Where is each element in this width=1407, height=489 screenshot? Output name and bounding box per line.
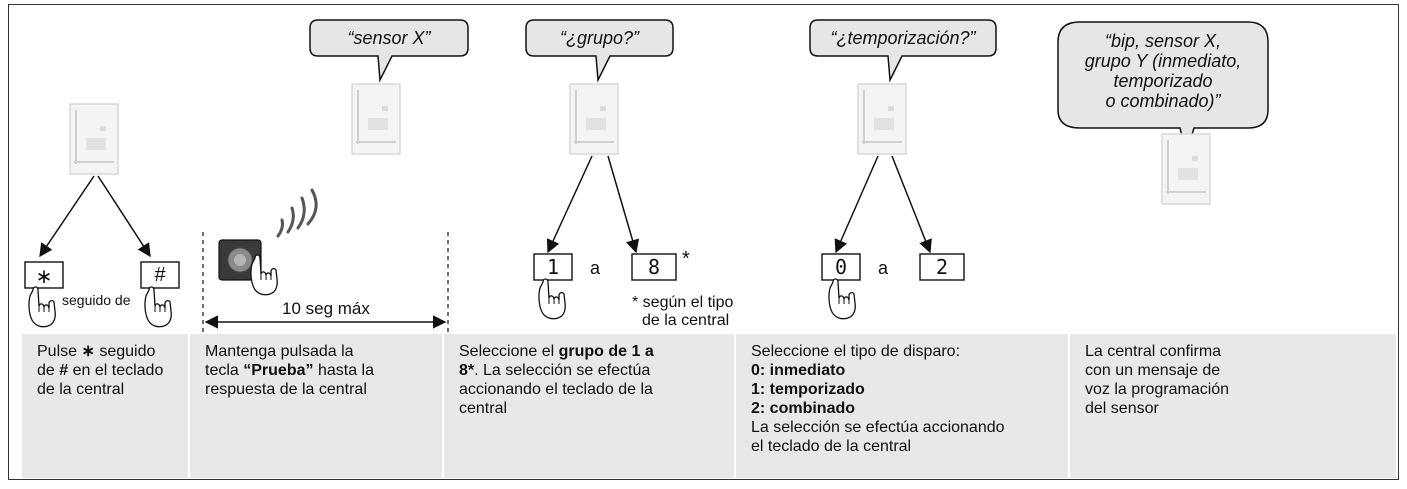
central-panel-icon-2 xyxy=(351,83,401,155)
hand-press-icon-star xyxy=(28,286,56,328)
speech-bubble-grupo xyxy=(525,19,674,83)
hand-press-icon-hash xyxy=(144,286,172,328)
key-2: 2 xyxy=(935,255,949,279)
step-4-option-2: 2: combinado xyxy=(751,400,856,417)
bubble-text-temporizacion: “¿temporización?” xyxy=(830,28,976,48)
step-2-description: Mantenga pulsada la tecla “Prueba” hasta… xyxy=(190,334,442,478)
speech-bubble-sensor-x xyxy=(309,19,469,83)
bubble-line-2: grupo Y (inmediato, xyxy=(1084,51,1242,71)
step-1-line-2: de # en el teclado xyxy=(37,362,164,379)
step-4-description: Seleccione el tipo de disparo: 0: inmedi… xyxy=(736,334,1068,478)
note-line-2: de la central xyxy=(642,312,730,329)
label-10-seg-max: 10 seg máx xyxy=(282,299,370,318)
step-3-line-4: central xyxy=(459,400,508,417)
step-2-line-2: tecla “Prueba” hasta la xyxy=(205,362,374,379)
step-3-description: Seleccione el grupo de 1 a 8*. La selecc… xyxy=(444,334,734,478)
step-4-line-5: La selección se efectúa accionando xyxy=(751,419,1005,436)
step-4-option-1: 1: temporizado xyxy=(751,381,865,398)
bubble-text-sensor-x: “sensor X” xyxy=(347,28,431,48)
central-panel-icon-4 xyxy=(857,83,907,155)
step-3-line-2: 8*. La selección se efectúa xyxy=(459,362,651,379)
step-5-line-4: del sensor xyxy=(1085,400,1159,417)
bubble-line-4: o combinado)” xyxy=(1105,91,1221,111)
label-asterisk: * xyxy=(682,248,690,270)
bubble-text-grupo: “¿grupo?” xyxy=(559,28,640,48)
central-panel-icon-1 xyxy=(69,103,119,175)
step-1-line-3: de la central xyxy=(37,381,125,398)
central-panel-icon-5 xyxy=(1161,133,1211,205)
hand-press-icon-1 xyxy=(538,278,566,320)
step-2-line-1: Mantenga pulsada la xyxy=(205,343,354,360)
time-dividers xyxy=(202,232,449,332)
step-4-line-6: el teclado de la central xyxy=(751,438,912,455)
step-3-line-1: Seleccione el grupo de 1 a xyxy=(459,343,654,360)
step-5-line-2: con un mensaje de xyxy=(1085,362,1221,379)
step-1-line-1: Pulse ∗ seguido xyxy=(37,343,156,360)
key-0: 0 xyxy=(834,255,848,279)
signal-waves-icon xyxy=(276,188,318,238)
key-1: 1 xyxy=(546,255,560,279)
bubble-line-1: “bip, sensor X, xyxy=(1104,31,1222,51)
step-1-description: Pulse ∗ seguido de # en el teclado de la… xyxy=(22,334,188,478)
hand-press-icon-0 xyxy=(828,278,856,320)
step-4-line-1: Seleccione el tipo de disparo: xyxy=(751,343,961,360)
label-seguido-de: seguido de xyxy=(62,292,131,308)
label-a-1: a xyxy=(590,258,601,278)
note-line-1: * según el tipo xyxy=(632,294,734,311)
step-3-line-3: accionando el teclado de la xyxy=(459,381,653,398)
label-a-2: a xyxy=(878,258,889,278)
speech-bubble-temporizacion xyxy=(809,19,997,83)
step-5-line-1: La central confirma xyxy=(1085,343,1222,360)
step-5-line-3: voz la programación xyxy=(1085,381,1230,398)
key-8: 8 xyxy=(647,255,661,279)
bubble-text-confirmation: “bip, sensor X, grupo Y (inmediato, temp… xyxy=(1060,31,1266,111)
step-2-line-3: respuesta de la central xyxy=(205,381,367,398)
central-panel-icon-3 xyxy=(569,83,619,155)
key-outlines xyxy=(24,253,965,289)
step-4-option-0: 0: inmediato xyxy=(751,362,846,379)
bubble-line-3: temporizado xyxy=(1113,71,1213,91)
key-hash: # xyxy=(154,264,166,286)
key-star: ∗ xyxy=(35,266,53,288)
arrows xyxy=(39,155,932,329)
note-segun-tipo: * según el tipo de la central xyxy=(632,294,733,330)
hand-press-icon-test xyxy=(250,254,278,296)
step-5-description: La central confirma con un mensaje de vo… xyxy=(1070,334,1396,478)
